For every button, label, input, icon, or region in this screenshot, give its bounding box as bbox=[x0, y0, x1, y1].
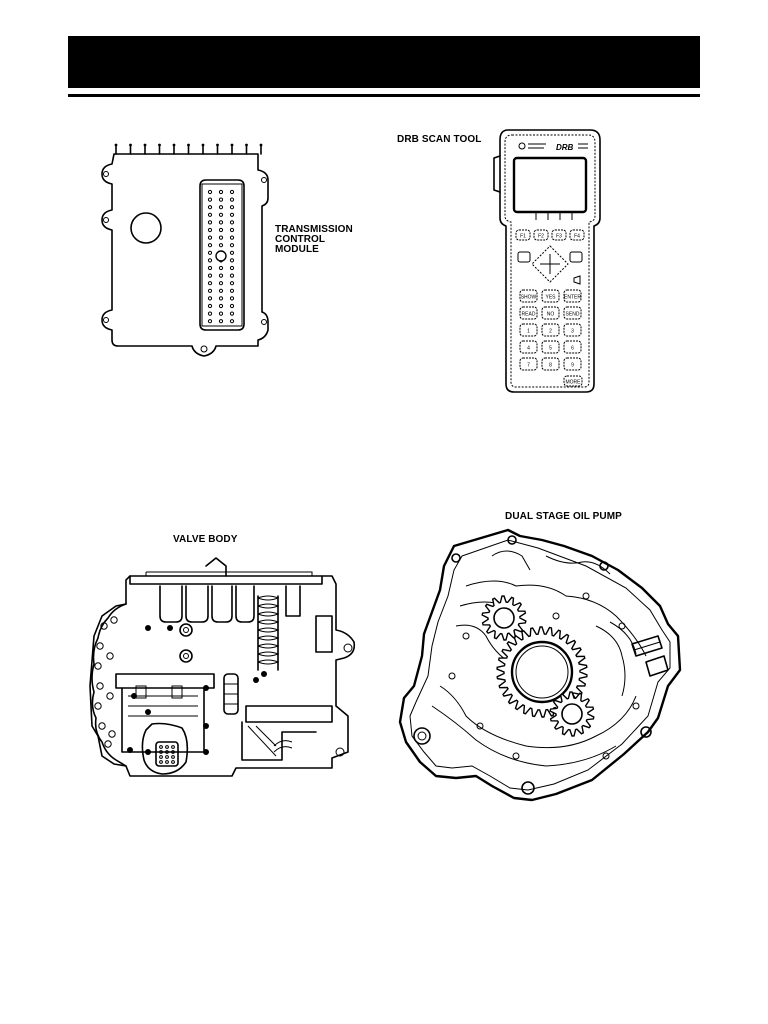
scan-tool-function-key[interactable]: F4 bbox=[574, 234, 580, 240]
scan-tool-key[interactable]: SEND bbox=[566, 312, 580, 318]
scan-tool-more-key[interactable]: MORE bbox=[566, 380, 582, 386]
oil-pump-label: DUAL STAGE OIL PUMP bbox=[505, 511, 622, 522]
header-bar bbox=[68, 36, 700, 88]
scan-tool-key[interactable]: 7 bbox=[527, 363, 530, 369]
scan-tool-key[interactable]: 9 bbox=[571, 363, 574, 369]
scan-tool-key[interactable]: READ bbox=[522, 312, 536, 318]
scan-tool-key[interactable]: 3 bbox=[571, 329, 574, 335]
valve-body-drawing bbox=[89, 557, 356, 777]
tcm-label-line1: TRANSMISSION bbox=[275, 224, 353, 235]
tcm-label-line3: MODULE bbox=[275, 244, 319, 255]
scan-tool-key[interactable]: SHOW bbox=[521, 295, 537, 301]
scan-tool-key[interactable]: NO bbox=[547, 312, 555, 318]
scan-tool-key[interactable]: 4 bbox=[527, 346, 530, 352]
scan-tool-key[interactable]: 5 bbox=[549, 346, 552, 352]
scan-tool-key[interactable]: ENTER bbox=[564, 295, 581, 301]
scan-tool-key[interactable]: 8 bbox=[549, 363, 552, 369]
drb-scan-tool-label: DRB SCAN TOOL bbox=[397, 134, 482, 145]
scan-tool-function-key[interactable]: F1 bbox=[520, 234, 526, 240]
svg-text:DRB: DRB bbox=[556, 143, 574, 152]
tcm-label-line2: CONTROL bbox=[275, 234, 326, 245]
scan-tool-function-key[interactable]: F2 bbox=[538, 234, 544, 240]
transmission-control-module-drawing bbox=[101, 143, 269, 357]
scan-tool-key[interactable]: 1 bbox=[527, 329, 530, 335]
scan-tool-key[interactable]: 6 bbox=[571, 346, 574, 352]
scan-tool-function-key[interactable]: F3 bbox=[556, 234, 562, 240]
valve-body-label: VALVE BODY bbox=[173, 534, 238, 545]
dual-stage-oil-pump-drawing bbox=[398, 528, 682, 802]
header-rule bbox=[68, 94, 700, 97]
scan-tool-key[interactable]: 2 bbox=[549, 329, 552, 335]
scan-tool-key[interactable]: YES bbox=[545, 295, 556, 301]
